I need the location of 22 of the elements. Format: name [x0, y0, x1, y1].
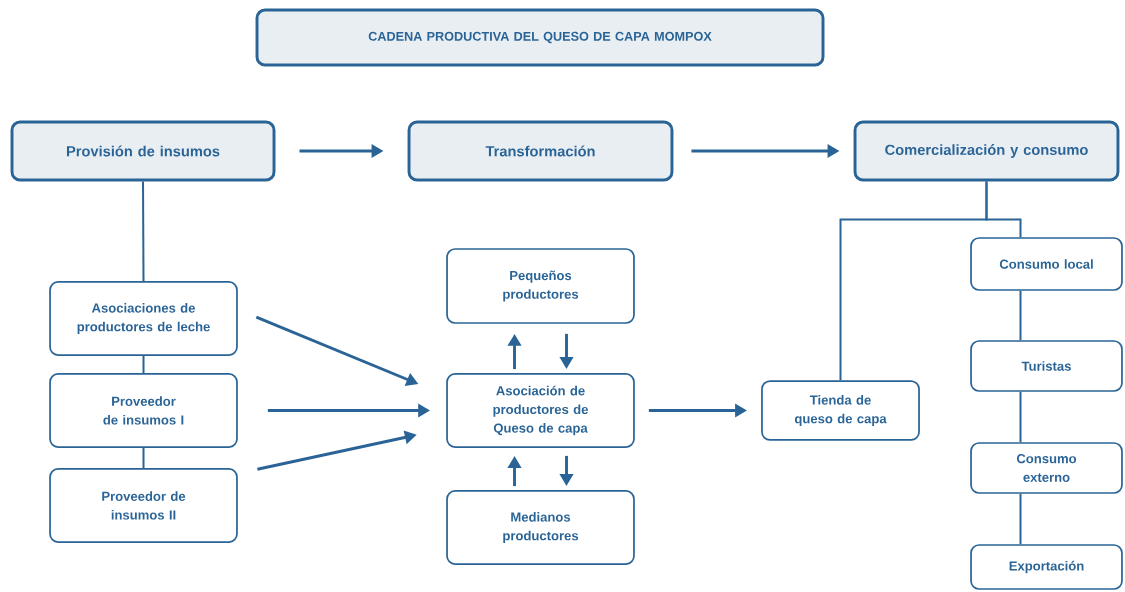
- process-box: Turistas: [970, 340, 1123, 392]
- process-box: Exportación: [970, 544, 1123, 590]
- connector-line: [985, 180, 1022, 239]
- title-box: CADENA PRODUCTIVA DEL QUESO DE CAPA MOMPOX: [255, 8, 825, 67]
- process-box: Tienda de queso de capa: [761, 380, 920, 441]
- process-box: Consumo externo: [970, 442, 1123, 494]
- process-box: Pequeños productores: [446, 248, 635, 324]
- stage-box: Provisión de insumos: [10, 120, 276, 182]
- process-box: Consumo local: [970, 237, 1123, 291]
- connector-line: [142, 180, 145, 283]
- connector-line: [1019, 390, 1022, 444]
- process-box: Medianos productores: [446, 490, 635, 565]
- stage-box: Transformación: [407, 120, 674, 182]
- process-box: Proveedor de insumos I: [49, 373, 238, 448]
- process-box: Proveedor de insumos II: [49, 468, 238, 543]
- connector-line: [142, 446, 145, 470]
- connector-line: [1019, 492, 1022, 546]
- connector-line: [1019, 289, 1022, 342]
- process-box: Asociación de productores de Queso de capa: [446, 373, 635, 448]
- connector-line: [142, 354, 145, 375]
- process-box: Asociaciones de productores de leche: [49, 281, 238, 356]
- stage-box: Comercialización y consumo: [853, 120, 1120, 182]
